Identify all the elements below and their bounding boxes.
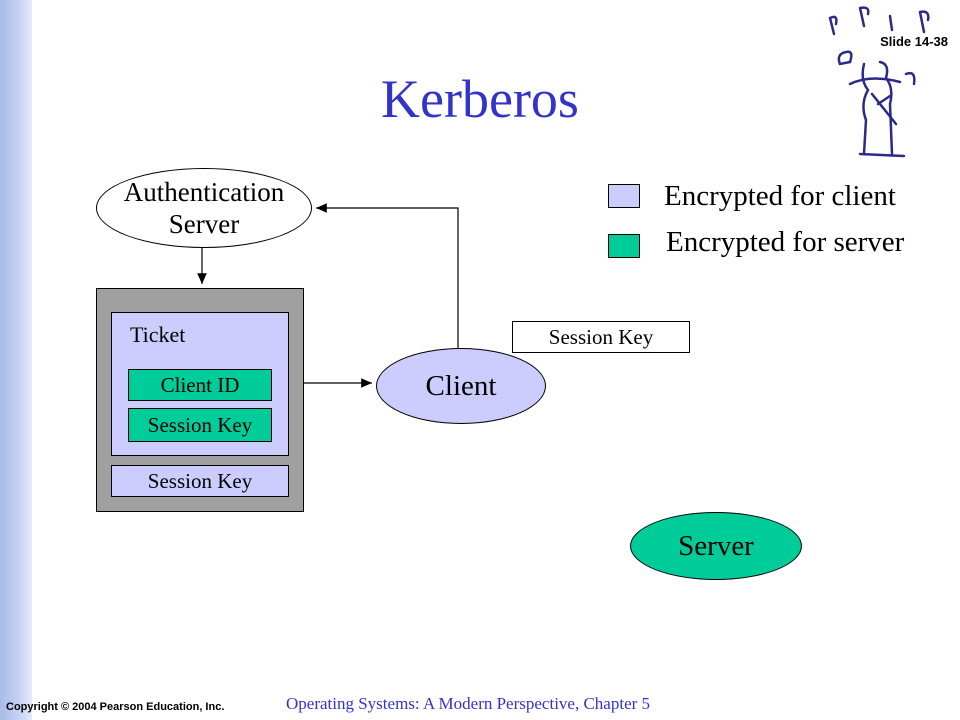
ticket-label: Ticket — [130, 322, 186, 347]
legend-client-swatch — [608, 184, 640, 208]
legend-server-text: Encrypted for server — [666, 226, 905, 258]
authentication-server-ellipse: Authentication Server — [96, 168, 312, 248]
server-ellipse: Server — [630, 512, 802, 580]
legend-client-text: Encrypted for client — [664, 180, 896, 212]
auth-server-line1: Authentication — [123, 177, 285, 207]
course-footer: Operating Systems: A Modern Perspective,… — [286, 694, 651, 713]
musician-illustration-icon — [828, 6, 930, 158]
client-id-box: Client ID — [128, 369, 272, 401]
outer-session-key-box: Session Key — [111, 465, 289, 497]
slide-title: Kerberos — [381, 69, 579, 129]
slide-number: Slide 14-38 — [880, 34, 948, 49]
auth-server-line2: Server — [168, 209, 240, 239]
legend-server-swatch — [608, 234, 640, 258]
client-session-key-box: Session Key — [512, 321, 690, 353]
client-ellipse: Client — [376, 348, 546, 424]
ticket-session-key-box: Session Key — [128, 408, 272, 442]
copyright-text: Copyright © 2004 Pearson Education, Inc. — [6, 701, 225, 713]
client-to-auth-arrow — [316, 203, 459, 352]
sidebar-gradient — [0, 0, 32, 720]
